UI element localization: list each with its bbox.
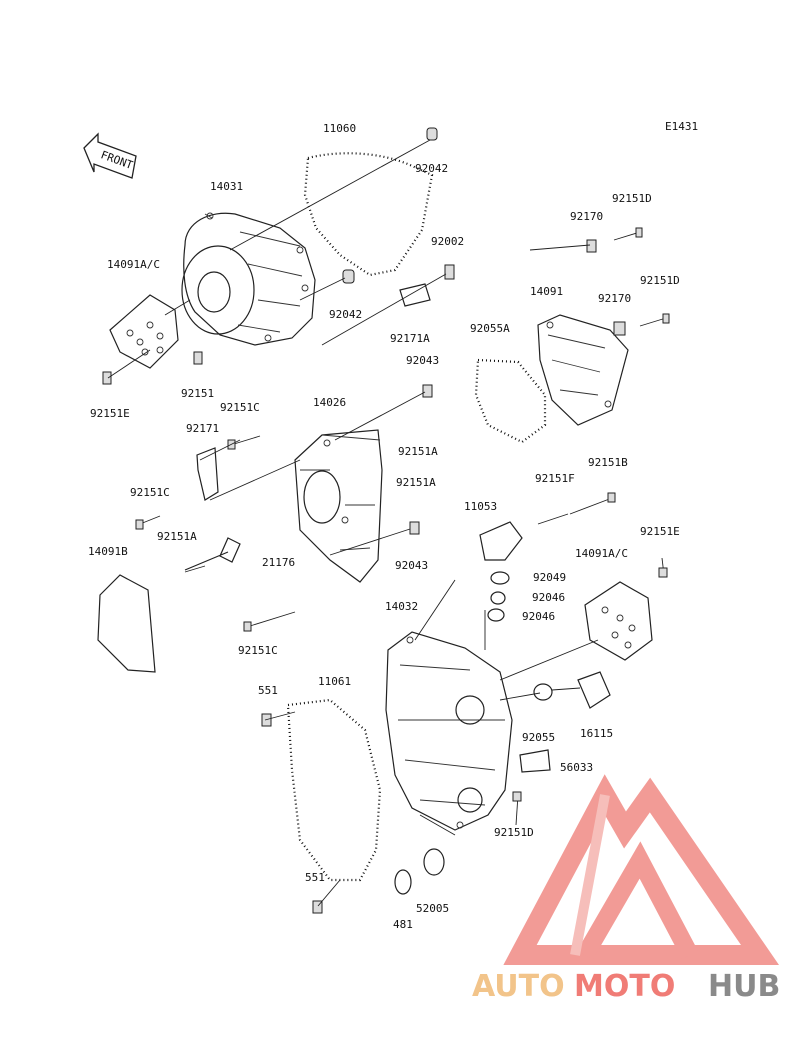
- label-92055: 92055: [522, 731, 555, 744]
- label-92170-mid: 92170: [598, 292, 631, 305]
- part-92042-mid: [342, 269, 355, 284]
- label-92151b: 92151B: [588, 456, 628, 469]
- bracket-92171: [196, 447, 219, 501]
- gasket-11060: [303, 152, 434, 277]
- label-92171: 92171: [186, 422, 219, 435]
- cover-14091ac-right: [584, 581, 653, 661]
- part-labels: 11060 92042 14031 14091A/C 92042 92002 9…: [88, 122, 680, 931]
- label-14031: 14031: [210, 180, 243, 193]
- part-92043-bot: [409, 521, 420, 535]
- sensor-21176: [184, 537, 241, 571]
- label-92151a-mid: 92151A: [396, 476, 436, 489]
- gasket-11061: [286, 698, 382, 882]
- leader-lines: [107, 139, 599, 907]
- label-551-bot: 551: [305, 871, 325, 884]
- label-92151e-right: 92151E: [640, 525, 680, 538]
- label-92151a-left: 92151A: [157, 530, 197, 543]
- label-551-top: 551: [258, 684, 278, 697]
- label-92042-top: 92042: [415, 162, 448, 175]
- watermark-moto: MOTO: [574, 969, 675, 1004]
- oring-92055: [533, 683, 553, 701]
- label-16115: 16115: [580, 727, 613, 740]
- part-92043-top: [422, 384, 433, 398]
- label-14032: 14032: [385, 600, 418, 613]
- label-92151a-right: 92151A: [398, 445, 438, 458]
- label-92171a: 92171A: [390, 332, 430, 345]
- generator-cover-14031: [181, 212, 316, 346]
- part-92046-b: [487, 608, 505, 622]
- part-92049: [490, 571, 510, 585]
- label-14091: 14091: [530, 285, 563, 298]
- label-92151: 92151: [181, 387, 214, 400]
- watermark-text: AUTO MOTO HUB: [472, 969, 780, 1004]
- label-92046-a: 92046: [532, 591, 565, 604]
- part-92170-mid: [613, 321, 626, 336]
- label-92049: 92049: [533, 571, 566, 584]
- part-11053: [479, 521, 523, 561]
- label-92043-top: 92043: [406, 354, 439, 367]
- gasket-92055a: [474, 358, 547, 444]
- circlip-481: [394, 869, 412, 895]
- label-92151d-mid: 92151D: [640, 274, 680, 287]
- part-92042-top: [426, 127, 438, 141]
- label-92170-top: 92170: [570, 210, 603, 223]
- label-11061: 11061: [318, 675, 351, 688]
- part-92170-top: [586, 239, 597, 253]
- label-14091ac-right: 14091A/C: [575, 547, 628, 560]
- label-92151f: 92151F: [535, 472, 575, 485]
- label-21176: 21176: [262, 556, 295, 569]
- clutch-cover-14032: [385, 631, 513, 831]
- label-92042-mid: 92042: [329, 308, 362, 321]
- bolt-92151: [193, 351, 203, 365]
- dowel-551-bot: [312, 900, 323, 914]
- label-92055a: 92055A: [470, 322, 510, 335]
- cover-14026: [294, 429, 383, 583]
- label-56033: [519, 749, 551, 773]
- label-52005: 52005: [416, 902, 449, 915]
- label-56033: 56033: [560, 761, 593, 774]
- label-481: 481: [393, 918, 413, 931]
- label-92046-b: 92046: [522, 610, 555, 623]
- label-92151c-bot: 92151C: [238, 644, 278, 657]
- label-92151d-top: 92151D: [612, 192, 652, 205]
- cover-14091: [537, 314, 629, 426]
- label-92151c-top: 92151C: [220, 401, 260, 414]
- plug-16115: [577, 671, 611, 709]
- label-92151d-bot: 92151D: [494, 826, 534, 839]
- label-14091b: 14091B: [88, 545, 128, 558]
- cover-14091b: [97, 574, 156, 673]
- label-92151c-left: 92151C: [130, 486, 170, 499]
- part-92046-a: [490, 591, 506, 605]
- bolt-92002: [444, 264, 455, 280]
- cover-14091ac-left: [109, 294, 179, 369]
- front-arrow-icon: FRONT: [83, 132, 137, 179]
- label-92043-bot: 92043: [395, 559, 428, 572]
- bolt-92151e-left: [102, 371, 112, 385]
- label-11053: 11053: [464, 500, 497, 513]
- diagram-code: E1431: [665, 120, 698, 133]
- seal-52005: [423, 848, 445, 876]
- label-92002: 92002: [431, 235, 464, 248]
- watermark-hub: HUB: [708, 969, 780, 1004]
- watermark-logo: [503, 774, 780, 965]
- bracket-92002-base: [399, 283, 431, 307]
- label-11060: 11060: [323, 122, 356, 135]
- label-92151e-left: 92151E: [90, 407, 130, 420]
- label-14091ac-left: 14091A/C: [107, 258, 160, 271]
- label-14026: 14026: [313, 396, 346, 409]
- watermark-auto: AUTO: [472, 969, 565, 1004]
